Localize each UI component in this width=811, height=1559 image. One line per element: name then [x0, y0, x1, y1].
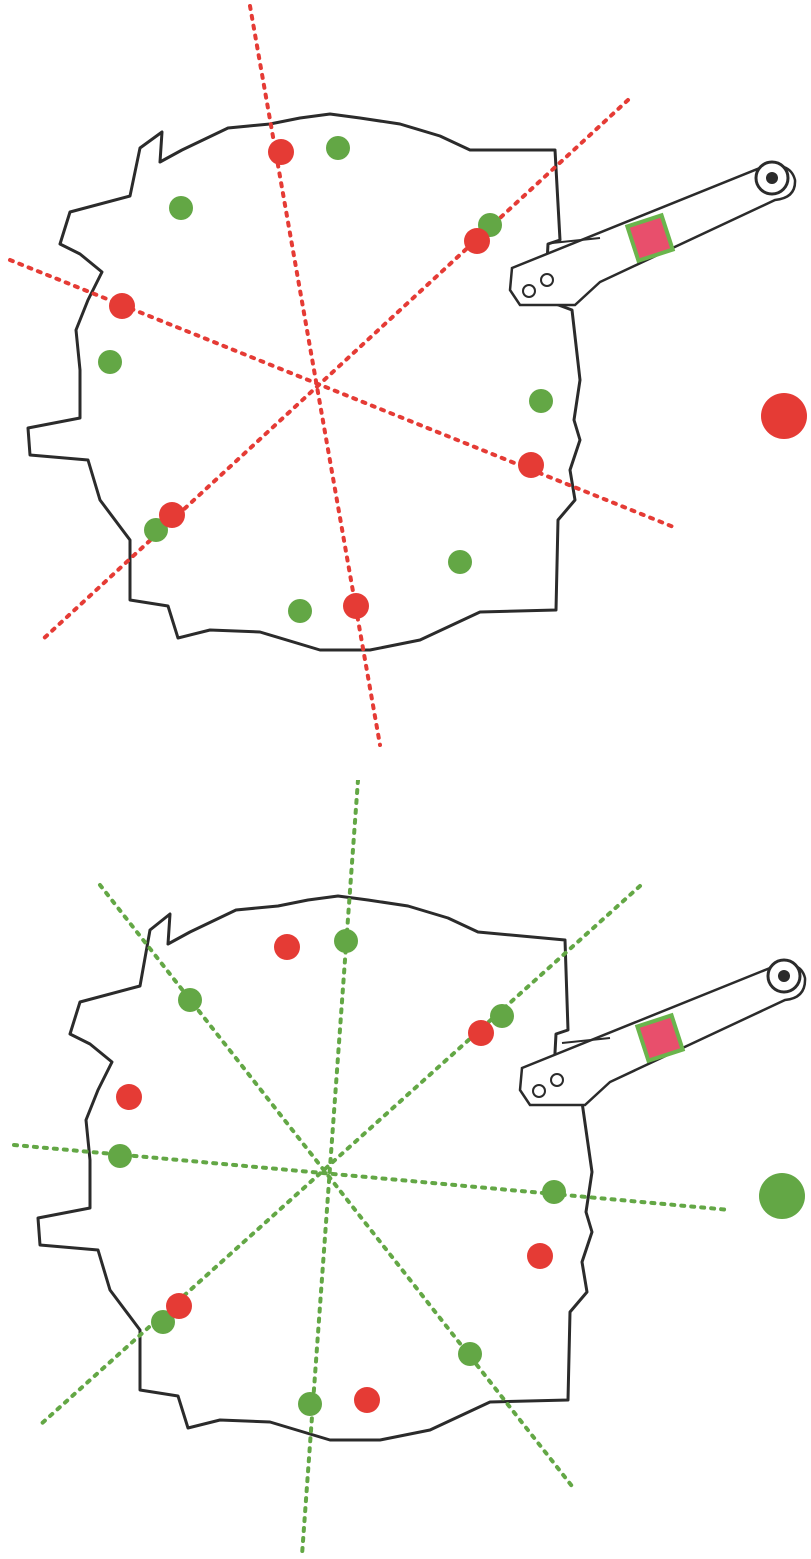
tonearm-icon	[518, 958, 807, 1107]
legend-green-dot	[759, 1173, 805, 1219]
red-axis-diagram	[8, 4, 807, 747]
sticker-icon	[634, 1012, 686, 1064]
green-dot	[151, 1310, 175, 1334]
axis-line	[40, 98, 630, 642]
red-dot	[468, 1020, 494, 1046]
red-dot	[109, 293, 135, 319]
green-dot	[298, 1392, 322, 1416]
green-axis-diagram	[12, 780, 807, 1557]
green-dot	[529, 389, 553, 413]
green-dot	[542, 1180, 566, 1204]
green-dot	[458, 1342, 482, 1366]
red-dot	[268, 139, 294, 165]
axis-line	[12, 1143, 732, 1212]
red-dot	[166, 1293, 192, 1319]
green-dot	[490, 1004, 514, 1028]
green-axis-lines	[12, 780, 732, 1557]
green-dot	[144, 518, 168, 542]
red-dot	[159, 502, 185, 528]
green-dot	[448, 550, 472, 574]
green-axis-panel	[0, 780, 811, 1559]
axis-line	[300, 780, 360, 1557]
green-dot	[108, 1144, 132, 1168]
red-dot	[343, 593, 369, 619]
green-dot	[169, 196, 193, 220]
green-dot	[334, 929, 358, 953]
green-dot	[326, 136, 350, 160]
green-dot	[288, 599, 312, 623]
red-dot	[116, 1084, 142, 1110]
red-dot	[464, 228, 490, 254]
green-dot	[98, 350, 122, 374]
red-axis-panel	[0, 0, 811, 760]
axis-line	[98, 883, 577, 1492]
axis-line	[38, 884, 642, 1427]
red-dot	[527, 1243, 553, 1269]
tonearm-icon	[508, 160, 797, 307]
gear-disc-icon	[26, 112, 582, 652]
red-dot	[354, 1387, 380, 1413]
red-dot	[274, 934, 300, 960]
red-dot	[518, 452, 544, 478]
legend-red-dot	[761, 393, 807, 439]
sticker-icon	[624, 212, 676, 264]
green-dot	[178, 988, 202, 1012]
